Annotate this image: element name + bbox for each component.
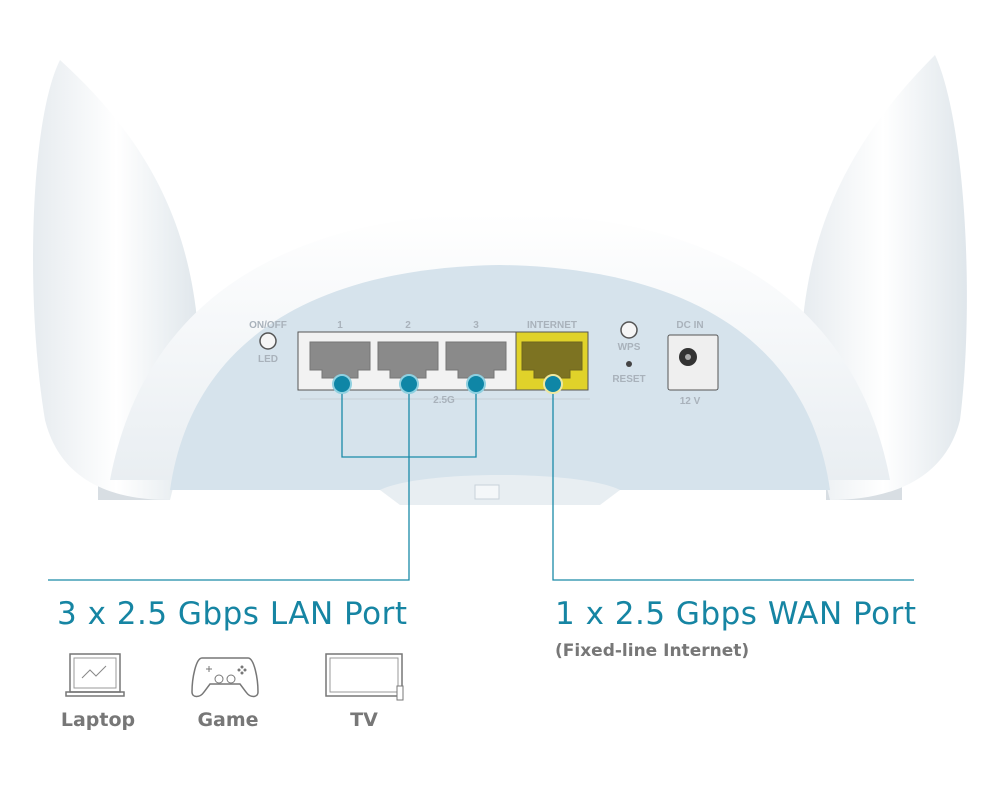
lan-2-marker — [399, 374, 419, 394]
wan-marker — [543, 374, 563, 394]
port-2-label: 2 — [405, 320, 411, 331]
wps-button[interactable] — [620, 321, 638, 339]
lan-port-3 — [445, 341, 507, 379]
power-button[interactable] — [259, 332, 277, 350]
port-1-label: 1 — [337, 320, 343, 331]
voltage-label: 12 V — [680, 396, 701, 407]
lan-title: 3 x 2.5 Gbps LAN Port — [57, 596, 408, 632]
lan-port-2 — [377, 341, 439, 379]
wps-label: WPS — [618, 342, 641, 353]
reset-label: RESET — [612, 374, 645, 385]
led-label: LED — [258, 354, 278, 365]
lan-speed-label: 2.5G — [433, 395, 455, 406]
port-3-label: 3 — [473, 320, 479, 331]
dcin-label: DC IN — [676, 320, 703, 331]
device-label-game: Game — [197, 709, 259, 731]
lan-1-marker — [332, 374, 352, 394]
lan-port-1 — [309, 341, 371, 379]
wan-title: 1 x 2.5 Gbps WAN Port — [555, 596, 917, 632]
internet-label: INTERNET — [527, 320, 577, 331]
callout-lines — [48, 385, 914, 581]
onoff-label: ON/OFF — [249, 320, 287, 331]
lan-3-marker — [466, 374, 486, 394]
reset-pinhole[interactable] — [626, 361, 632, 367]
device-label-laptop: Laptop — [60, 709, 136, 731]
laptop-icon — [65, 653, 125, 697]
tv-icon — [325, 653, 404, 701]
gamepad-icon — [191, 657, 259, 698]
device-label-tv: TV — [350, 709, 378, 731]
wan-port — [521, 341, 583, 379]
wan-subtitle: (Fixed-line Internet) — [555, 641, 750, 661]
